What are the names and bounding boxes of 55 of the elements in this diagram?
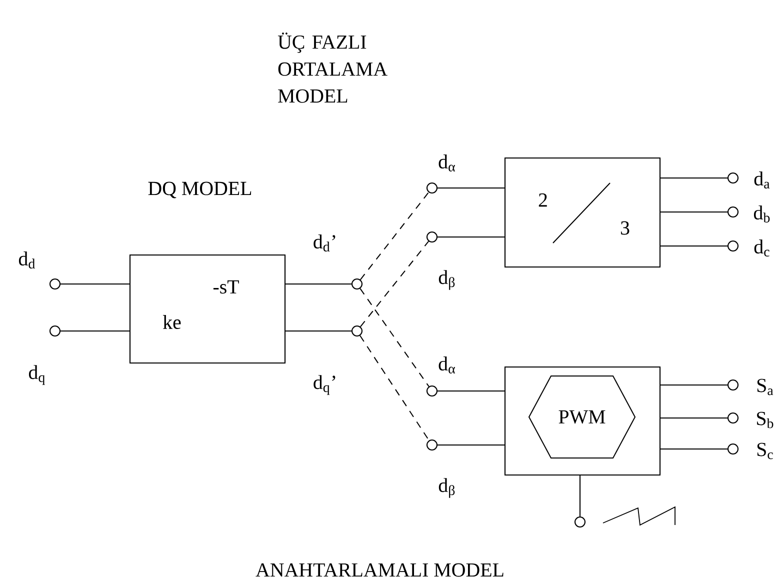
dashed-line	[360, 288, 430, 387]
dashed-line	[360, 335, 430, 441]
signal-label: d$_{c}$	[754, 240, 770, 256]
signal-label: d$_{β}$	[438, 270, 455, 290]
signal-label: S$_{b}$	[757, 412, 774, 428]
terminal	[727, 172, 739, 184]
wire	[660, 177, 728, 179]
terminal	[49, 325, 61, 337]
signal-label: d$_{α}$	[438, 154, 456, 172]
terminal	[49, 278, 61, 290]
signal-label: d$_{a}$	[754, 172, 770, 188]
signal-label: S$_{c}$	[757, 442, 773, 460]
wire	[286, 330, 352, 332]
terminal	[727, 379, 739, 391]
terminal	[426, 439, 438, 451]
transform-box: 2 3	[504, 157, 661, 268]
wire	[60, 330, 130, 332]
wire	[660, 245, 728, 247]
terminal	[426, 385, 438, 397]
signal-label: d$_{q}$	[28, 365, 45, 385]
terminal	[574, 516, 586, 528]
signal-label: d$_{b}$	[754, 206, 770, 222]
wire	[438, 390, 504, 392]
signal-label: d$_{α}$	[438, 356, 456, 374]
wire	[660, 417, 728, 419]
wire	[438, 444, 504, 446]
model-label: ANAHTARLAMALI MODEL	[256, 563, 504, 577]
terminal	[727, 240, 739, 252]
terminal	[426, 182, 438, 194]
signal-label: d$_{β}$	[438, 478, 455, 498]
terminal	[351, 325, 363, 337]
model-label: DQ MODEL	[148, 182, 252, 198]
signal-label: d$_{d}$’	[314, 234, 336, 252]
wire	[660, 211, 728, 213]
terminal	[351, 278, 363, 290]
pwm-hexagon: PWM	[528, 375, 636, 459]
wire	[660, 448, 728, 450]
model-label: ÜÇ FAZLI ORTALAMA MODEL	[278, 32, 388, 103]
signal-label: d$_{d}$	[18, 252, 35, 268]
terminal	[727, 206, 739, 218]
wire	[60, 283, 130, 285]
wire	[660, 384, 728, 386]
wire	[438, 236, 504, 238]
terminal	[727, 443, 739, 455]
signal-label: S$_{a}$	[757, 378, 774, 396]
wire	[286, 283, 352, 285]
terminal	[727, 412, 739, 424]
pwm-box	[504, 366, 661, 476]
dashed-line	[360, 192, 430, 280]
wire	[438, 187, 504, 189]
dashed-line	[360, 241, 429, 328]
delay-box: ke -sT	[129, 254, 286, 364]
signal-label: d$_{q}$’	[314, 375, 336, 395]
terminal	[426, 231, 438, 243]
wire	[579, 476, 581, 516]
